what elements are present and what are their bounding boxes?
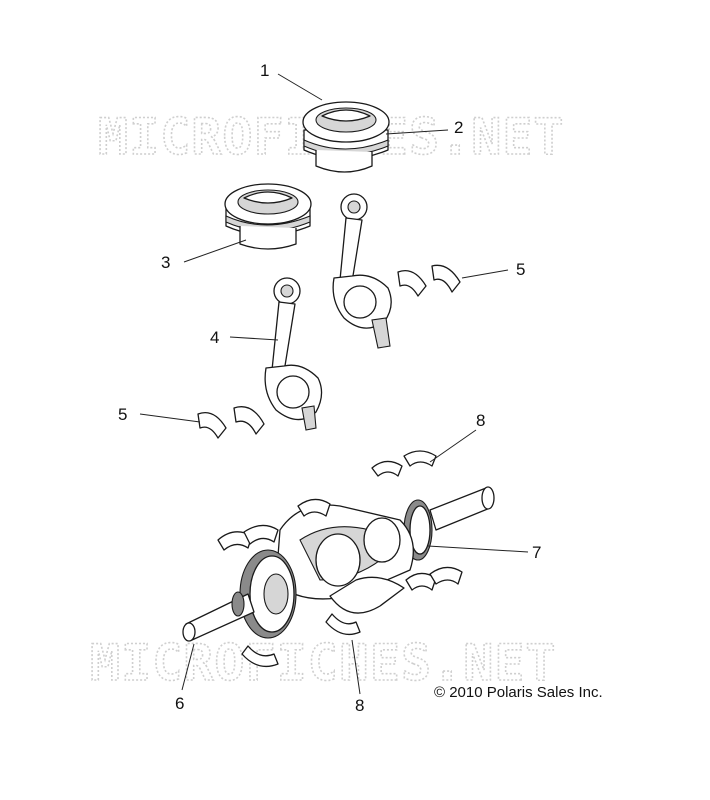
callout-1: 1 (260, 61, 269, 80)
watermark-bottom: MICROFICHES.NET (90, 634, 557, 692)
piston-upper (302, 101, 390, 173)
leader-5b (139, 413, 201, 423)
callout-5-lower: 5 (118, 405, 127, 424)
copyright-notice: © 2010 Polaris Sales Inc. (434, 684, 603, 701)
callout-4: 4 (210, 328, 219, 347)
leader-5a (461, 269, 509, 279)
callout-8-upper: 8 (476, 411, 485, 430)
callout-5-upper: 5 (516, 260, 525, 279)
crankshaft (182, 486, 495, 642)
main-bearings-crank (217, 498, 463, 668)
leader-1 (277, 73, 323, 101)
callout-8-lower: 8 (355, 696, 364, 715)
connecting-rod-middle (264, 277, 323, 431)
leader-3 (183, 239, 247, 263)
leader-8b (351, 639, 361, 695)
leader-8a (429, 429, 477, 463)
connecting-rod-right (332, 193, 392, 349)
callout-7: 7 (532, 543, 541, 562)
callout-2: 2 (454, 118, 463, 137)
leader-4 (229, 336, 279, 341)
bearing-shells-upper (397, 264, 461, 297)
leader-6 (181, 643, 195, 691)
callout-6: 6 (175, 694, 184, 713)
bearing-shells-lower (197, 406, 265, 439)
leader-2 (385, 129, 449, 135)
leader-7 (427, 545, 529, 553)
piston-lower (224, 183, 312, 250)
callout-3: 3 (161, 253, 170, 272)
main-bearings-upper (371, 450, 437, 477)
